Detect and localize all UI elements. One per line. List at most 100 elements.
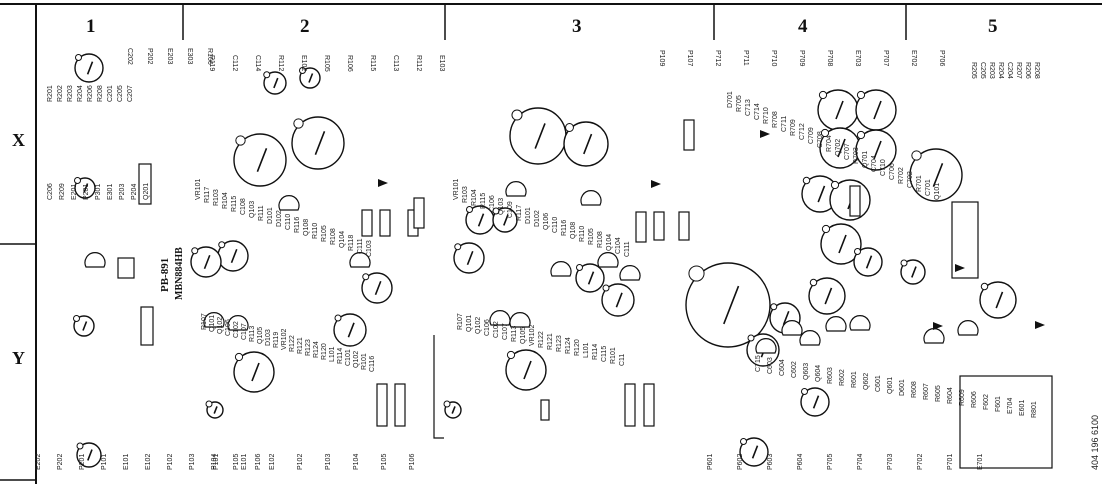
component-ref: R203 [67,85,74,102]
column-headers: 1 2 3 4 5 [86,16,998,37]
component-ref: C713 [745,99,752,116]
component-ref: P101 [213,454,220,470]
component-ref: Q101 [934,183,941,200]
component-ref: R208 [1033,62,1040,79]
component-ref: R608 [911,381,918,398]
column-label: 4 [798,16,808,37]
component-ref: D102 [534,210,541,227]
component-ref: F601 [995,396,1002,412]
component-ref: C106 [484,319,491,336]
component-ref: P105 [381,454,388,470]
capacitor [73,315,95,337]
component-ref: C702 [907,171,914,188]
capacitor [575,263,605,293]
component-ref: P601 [707,454,714,470]
component-ref: R605 [935,385,942,402]
component-ref: P708 [826,50,833,66]
component-ref: C110 [285,214,292,230]
component-ref: E203 [166,48,173,64]
component-ref: P106 [255,454,262,470]
component-ref: R207 [1015,62,1022,79]
transistor [550,261,572,277]
diode [955,264,965,272]
component-ref: R209 [59,183,66,200]
component-ref: R110 [312,223,319,239]
component-ref: R203 [988,62,995,79]
component-ref: P203 [119,184,126,200]
resistor [394,383,406,427]
resistor [849,185,861,217]
component-ref: P202 [57,454,64,470]
component-ref: E202 [35,454,42,470]
component-ref: R116 [561,220,568,236]
component-ref: R607 [923,383,930,400]
component-ref: VR101 [195,178,202,200]
transistors [84,181,979,354]
component-ref: R106 [206,48,213,65]
component-ref: C104 [615,237,622,254]
component-ref: R704 [826,135,833,152]
component-ref: D103 [265,329,272,346]
component-ref: Q104 [606,234,613,251]
component-ref: P709 [798,50,805,66]
component-ref: C111 [624,241,631,257]
component-ref: R122 [289,335,296,352]
component-ref: R208 [97,85,104,102]
component-ref: Q701 [862,151,869,168]
component-ref: P202 [146,48,153,64]
row-label: X [12,130,25,150]
component-ref: P702 [917,454,924,470]
component-ref: Q105 [257,327,264,344]
diode [378,179,388,187]
component-ref: Q102 [475,317,482,334]
capacitor [76,442,102,468]
component-ref: P706 [938,50,945,66]
component-ref: C711 [781,116,788,132]
component-ref: P603 [767,454,774,470]
component-ref: R124 [313,341,320,358]
capacitor [333,313,367,347]
component-ref: C707 [844,143,851,160]
component-ref: E704 [1007,398,1014,414]
transistor [755,338,777,354]
component-ref: R604 [947,387,954,404]
component-ref: R204 [997,62,1004,79]
component-ref: C11 [619,354,626,366]
component-ref: R801 [1031,401,1038,418]
transistor [509,312,531,328]
resistor [361,209,373,237]
capacitor [74,53,104,83]
component-ref: R204 [77,85,84,102]
component-ref: Q602 [863,373,870,390]
component-ref: R123 [556,335,563,352]
component-ref: C102 [493,321,500,338]
component-ref: E102 [300,55,307,71]
component-ref: C201 [107,85,114,102]
capacitor [800,387,830,417]
capacitor [855,89,897,131]
resistor [678,211,690,241]
component-ref: C112 [231,55,238,71]
component-ref: R105 [323,55,330,72]
component-ref: P109 [658,50,665,66]
transistor [799,330,821,346]
resistors [117,119,979,427]
transistor [580,190,602,206]
component-ref: C710 [880,159,887,176]
component-ref: C701 [925,179,932,196]
component-ref: C708 [817,131,824,148]
transistor [84,252,106,268]
capacitor [263,71,287,95]
component-ref: R115 [369,55,376,71]
capacitor [855,129,897,171]
component-ref: P201 [79,454,86,470]
component-ref: C205 [117,85,124,102]
component-ref: VR102 [529,324,536,346]
component-ref: D701 [727,91,734,108]
component-ref: E101 [123,454,130,470]
resistor [624,383,636,427]
component-ref: R111 [258,205,265,221]
component-ref: C604 [779,359,786,376]
capacitor [820,223,862,265]
